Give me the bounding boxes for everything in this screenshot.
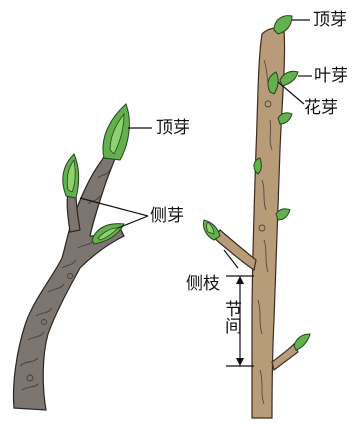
internode-arrow-up — [236, 276, 244, 284]
label-right-top-bud: 顶芽 — [313, 11, 347, 29]
label-flower-bud: 花芽 — [304, 99, 338, 117]
right-twig — [203, 16, 310, 418]
spur-bud — [294, 334, 310, 350]
label-leaf-bud: 叶芽 — [314, 67, 348, 85]
left-twig — [14, 104, 130, 410]
label-side-branch: 侧枝 — [186, 275, 220, 293]
label-left-top-bud: 顶芽 — [156, 119, 190, 137]
label-left-side-bud: 侧芽 — [150, 207, 184, 225]
right-terminal-bud — [274, 16, 292, 34]
right-lower-spur — [272, 344, 298, 370]
internode-arrow-down — [236, 358, 244, 366]
leader-left-side-bud-2 — [118, 216, 148, 228]
label-internode: 节间 — [221, 300, 240, 334]
